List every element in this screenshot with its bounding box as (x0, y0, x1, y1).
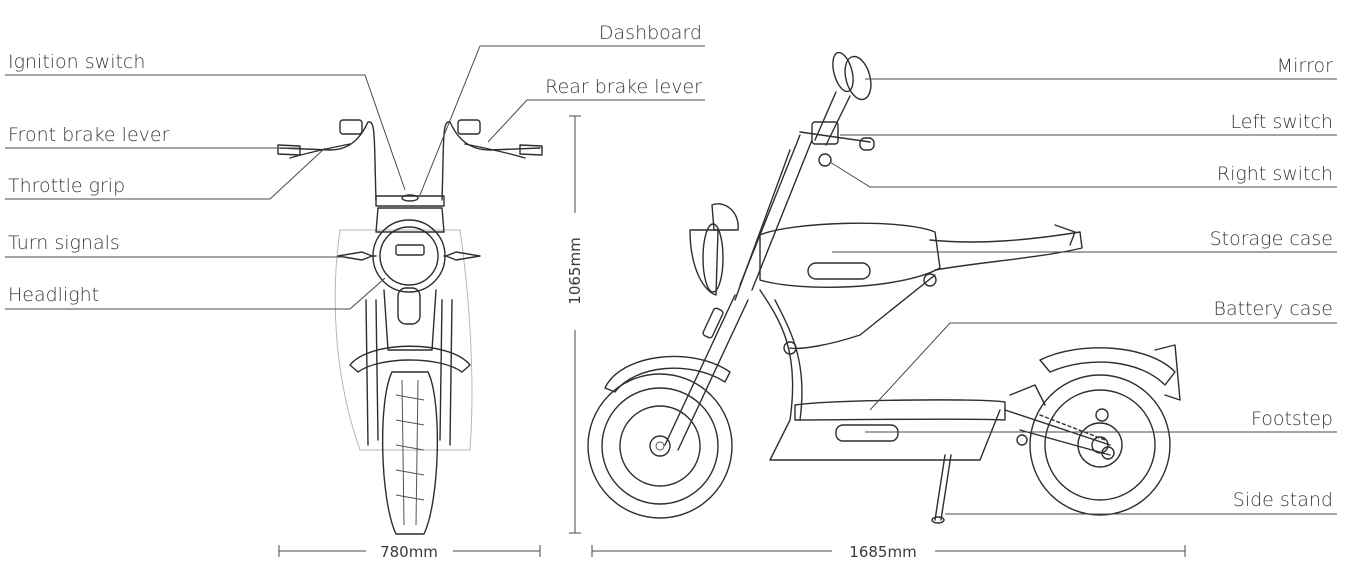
leader-battery-case (869, 322, 1337, 411)
dimension-length: 1685mm (849, 543, 916, 561)
label-storage-case: Storage case (1210, 228, 1333, 250)
dimension-lines (278, 115, 1186, 557)
label-left-switch: Left switch (1231, 111, 1333, 133)
label-battery-case: Battery case (1214, 298, 1333, 320)
leader-rear-brake-lever (487, 99, 705, 143)
dimension-labels: 780mm 1065mm 1685mm (380, 237, 917, 561)
leader-right-switch (829, 161, 1337, 188)
dimension-height: 1065mm (566, 237, 584, 304)
label-mirror: Mirror (1277, 55, 1334, 77)
label-dashboard: Dashboard (599, 22, 702, 44)
dimension-front-width: 780mm (380, 543, 438, 561)
leader-ignition-switch (5, 74, 406, 191)
side-view-labels: Mirror Left switch Right switch Storage … (1210, 55, 1334, 511)
label-ignition-switch: Ignition switch (8, 51, 145, 73)
front-view-drawing (277, 119, 543, 535)
leader-headlight (5, 277, 386, 310)
label-front-brake-lever: Front brake lever (8, 124, 170, 146)
label-side-stand: Side stand (1233, 489, 1333, 511)
side-view-drawing (587, 51, 1181, 524)
label-turn-signals: Turn signals (8, 232, 120, 254)
label-throttle-grip: Throttle grip (8, 175, 125, 197)
label-right-switch: Right switch (1217, 163, 1333, 185)
leader-throttle-grip (5, 147, 326, 200)
leader-dashboard (419, 45, 705, 196)
label-rear-brake-lever: Rear brake lever (545, 76, 702, 98)
label-footstep: Footstep (1251, 408, 1333, 430)
label-headlight: Headlight (8, 284, 99, 306)
leader-lines (5, 45, 1337, 515)
front-view-labels: Ignition switch Front brake lever Thrott… (8, 22, 702, 306)
